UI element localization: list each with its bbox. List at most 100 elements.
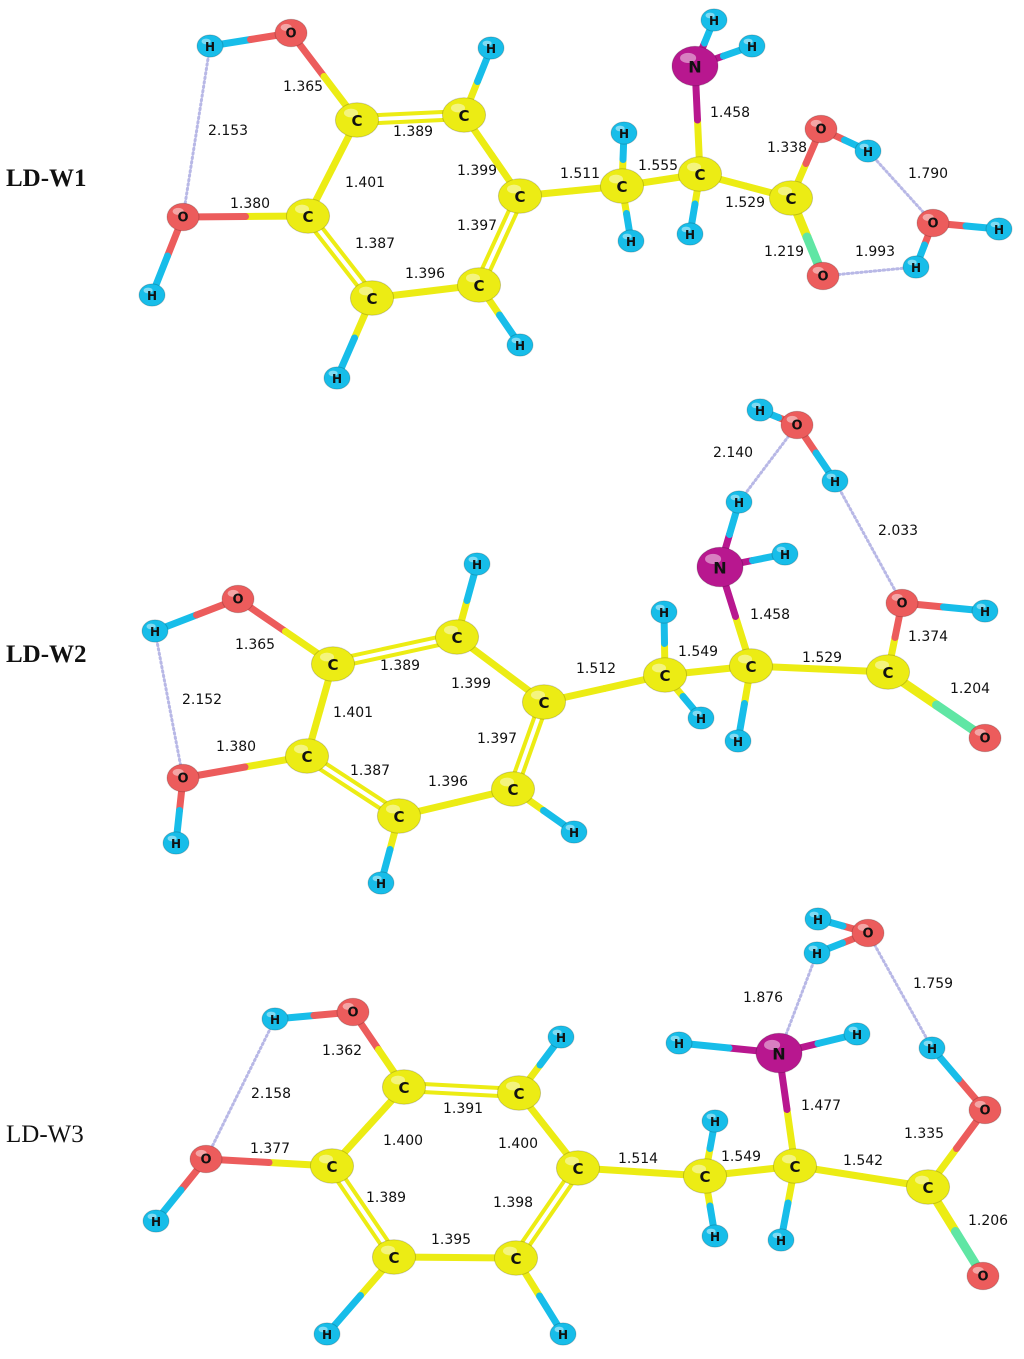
atom-letter: H [780, 548, 790, 562]
atom-hn1: H [725, 490, 753, 514]
atom-h4: H [560, 820, 588, 844]
bond-length-label: 1.458 [750, 607, 790, 623]
atom-ho: H [854, 139, 882, 163]
bond-length-label: 1.338 [767, 140, 807, 156]
bond-length-label: 1.511 [560, 166, 600, 182]
atom-cb: C [682, 1158, 728, 1194]
atom-c3: C [555, 1150, 601, 1186]
atom-letter: H [322, 1328, 332, 1342]
bond-length-label: 1.512 [576, 661, 616, 677]
atom-c5: C [371, 1239, 417, 1275]
atom-c2: C [434, 619, 480, 655]
atom-letter: C [507, 781, 518, 799]
atom-letter: H [674, 1037, 684, 1051]
atom-letter: H [710, 1230, 720, 1244]
atom-hn1: H [700, 8, 728, 32]
atom-letter: O [200, 1153, 211, 1168]
atom-h3: H [547, 1025, 575, 1049]
atom-letter: H [994, 223, 1004, 237]
bond-length-label: 1.397 [457, 218, 497, 234]
bond-length-label: 1.400 [383, 1133, 423, 1149]
atom-letter: C [785, 190, 796, 208]
hydrogen-bond-hn1-ow [737, 423, 799, 504]
atom-letter: C [514, 188, 525, 206]
atom-letter: C [694, 166, 705, 184]
bond-length-label: 1.549 [721, 1149, 761, 1165]
bond-length-label: 1.377 [250, 1141, 290, 1157]
atom-ha: H [724, 729, 752, 753]
bond-length-label: 1.387 [350, 763, 390, 779]
atom-letter: H [747, 40, 757, 54]
bond-length-label: 1.398 [493, 1195, 533, 1211]
atom-letter: H [863, 145, 873, 159]
atom-hn1: H [665, 1031, 693, 1055]
atom-c6: C [285, 198, 331, 234]
atom-letter: C [473, 277, 484, 295]
atom-letter: O [927, 217, 938, 232]
atom-letter: H [659, 606, 669, 620]
hydrogen-bond-h1-o2 [181, 44, 212, 219]
bond-length-label: 1.389 [393, 124, 433, 140]
bond-length-label: 1.395 [431, 1232, 471, 1248]
atom-c3: C [497, 178, 543, 214]
bond-length-label: 1.396 [428, 774, 468, 790]
atom-hn2: H [843, 1022, 871, 1046]
bond-length-label: 1.529 [725, 195, 765, 211]
atom-letter: C [388, 1249, 399, 1267]
atom-letter: N [688, 58, 701, 77]
atom-letter: O [285, 27, 296, 42]
atom-letter: O [791, 419, 802, 434]
atom-letter: C [789, 1158, 800, 1176]
atom-letter: N [713, 559, 726, 578]
atom-letter: H [733, 735, 743, 749]
atom-hb1: H [650, 600, 678, 624]
hydrogen-bond-ho-ow [866, 149, 935, 225]
atom-letter: O [815, 123, 826, 138]
atom-letter: H [696, 712, 706, 726]
atom-ow: O [916, 208, 950, 238]
atom-letter: H [619, 127, 629, 141]
atom-h1: H [261, 1007, 289, 1031]
atom-h2: H [138, 283, 166, 307]
atom-c1: C [334, 102, 380, 138]
atom-letter: O [177, 772, 188, 787]
panel-label-ld-w3: LD-W3 [6, 1121, 84, 1148]
atom-letter: C [301, 748, 312, 766]
bond-length-label: 1.396 [405, 266, 445, 282]
atom-hn2: H [771, 542, 799, 566]
atom-letter: C [745, 658, 756, 676]
atom-letter: H [205, 40, 215, 54]
atom-hb2: H [701, 1224, 729, 1248]
bond-length-label: 1.399 [451, 676, 491, 692]
atom-letter: C [398, 1079, 409, 1097]
atom-c3: C [521, 684, 567, 720]
atom-letter: H [556, 1031, 566, 1045]
bond-length-label: 1.401 [333, 705, 373, 721]
atom-ca: C [728, 648, 774, 684]
bond-length-label: 2.153 [208, 123, 248, 139]
atom-letter: H [755, 404, 765, 418]
atom-letter: O [347, 1006, 358, 1021]
atom-letter: C [572, 1160, 583, 1178]
bond-length-label: 2.140 [713, 445, 753, 461]
atom-c4: C [456, 267, 502, 303]
atom-h5: H [313, 1322, 341, 1346]
bond-length-label: 1.400 [498, 1136, 538, 1152]
atom-ha: H [767, 1228, 795, 1252]
hydrogen-bond-h1-o2 [153, 629, 185, 780]
atom-letter: C [699, 1168, 710, 1186]
atom-oh: O [804, 114, 838, 144]
atom-letter: H [830, 475, 840, 489]
atom-hb1: H [610, 121, 638, 145]
atom-letter: C [538, 694, 549, 712]
bond-length-label: 2.033 [878, 523, 918, 539]
atom-letter: O [977, 1270, 988, 1285]
atom-letter: H [927, 1042, 937, 1056]
bond-length-label: 1.389 [380, 658, 420, 674]
atom-o2: O [166, 763, 200, 793]
bond-length-label: 1.514 [618, 1151, 658, 1167]
atom-od: O [968, 723, 1002, 753]
